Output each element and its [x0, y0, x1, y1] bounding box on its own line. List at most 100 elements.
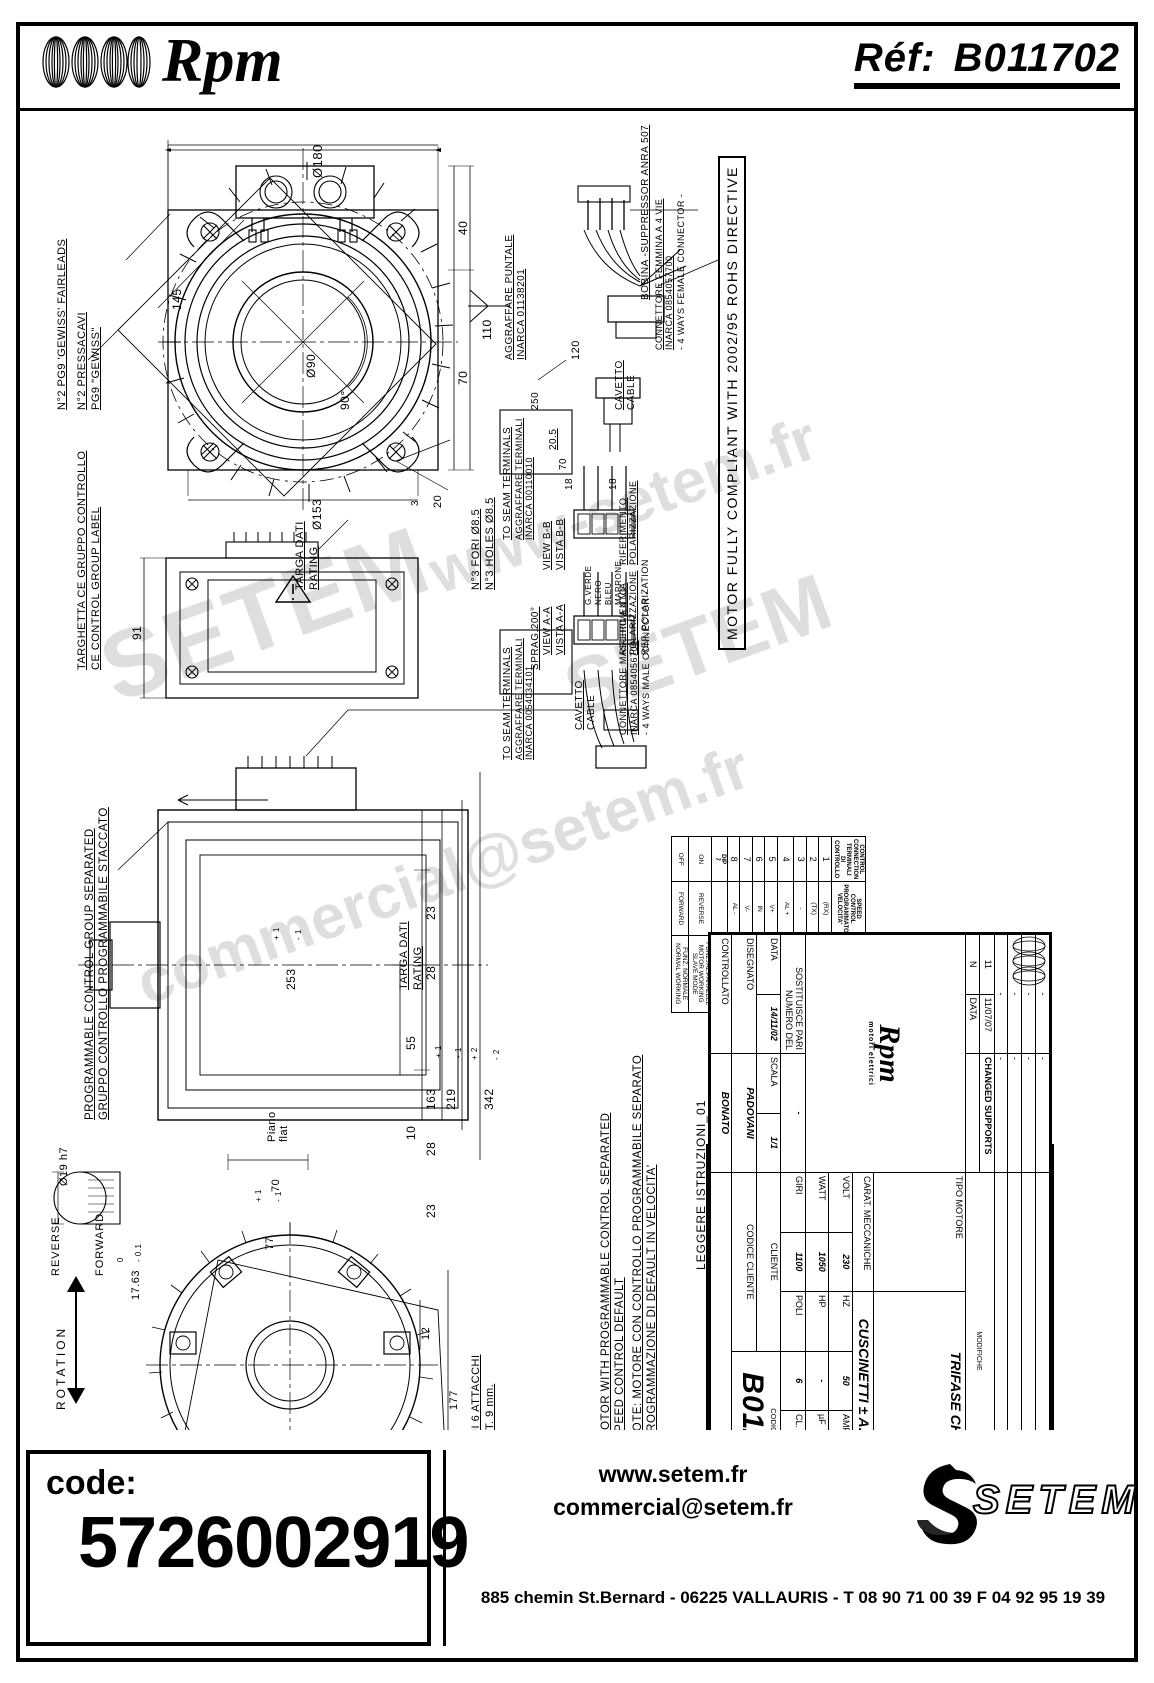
title-block-host: - - - - - -: [708, 222, 1053, 1430]
modifiche-r5-desc: -: [1035, 1053, 1050, 1173]
note-1: MOTOR WITH PROGRAMMABLE CONTROL SEPARATE…: [600, 1112, 612, 1430]
note-prog-ctrl-it: GRUPPO CONTROLLO PROGRAMMABILE STACCATO: [98, 807, 110, 1120]
note-prog-ctrl-en: PROGRAMMABLE CONTROL GROUP SEPARATED: [84, 828, 96, 1120]
col-data-header: DATA: [965, 994, 980, 1054]
dim-d19h7: Ø19 h7: [58, 1146, 70, 1186]
end-view: [67, 1222, 449, 1430]
callout-view-bb-1: VIEW B-B: [542, 520, 553, 570]
ref-label: Réf:: [853, 36, 936, 80]
callout-seam-2b: AGGRAFFARE TERMINALI: [514, 638, 524, 760]
title-block-table: - - - - - -: [710, 934, 1050, 1430]
dim-12: 12: [420, 1326, 432, 1340]
note-3: NOTE: MOTORE CON CONTROLLO PROGRAMMABILE…: [632, 1054, 644, 1430]
tol-219-plus: + 1: [434, 1045, 443, 1058]
dim-77: 77: [264, 1236, 276, 1250]
coil-stack-icon: [40, 34, 158, 90]
carat-value: CUSCINETTI ± A.T.: [852, 1291, 874, 1430]
motor-views-svg: [52, 140, 971, 1430]
tol-1763-minus: - 0.1: [134, 1243, 143, 1262]
callout-cavetto-top-1: CAVETTO: [614, 360, 625, 410]
callout-holes-m6-it-1: N°2 FORI M6 SUI 6 ATTACCHI: [470, 1354, 482, 1430]
cliente-label: CLIENTE: [756, 1172, 781, 1351]
front-view: [87, 140, 474, 510]
dim-10: 10: [404, 1125, 418, 1140]
callout-seam-2c: INARCA 0054034101: [524, 665, 534, 760]
tol-77-minus: - 1: [274, 1191, 283, 1202]
website-url[interactable]: www.setem.fr: [598, 1461, 748, 1487]
poli-value: 6: [780, 1351, 806, 1411]
callout-puntale-1: AGGRAFFARE PUNTALE: [504, 234, 515, 360]
dim-219: 219: [444, 1088, 458, 1110]
dip-state: OFF: [671, 836, 689, 882]
brand-name: Rpm: [162, 27, 283, 96]
email-address[interactable]: commercial@setem.fr: [553, 1494, 793, 1521]
code-box: code: 5726002919: [26, 1450, 469, 1646]
dim-163: 163: [424, 1088, 438, 1110]
wiring-detail: [468, 185, 719, 769]
uf-label: µF: [805, 1410, 829, 1430]
disegnato-label: DISEGNATO: [731, 934, 757, 1054]
callout-bobina-supp: BOBINA -SUPPRESSOR ANRA 507: [640, 124, 651, 300]
company-name: SETEM: [972, 1477, 1141, 1523]
wire-color-green: G.VERDE: [584, 565, 593, 605]
dim-28a: 28: [424, 965, 438, 980]
dim-d90: Ø90: [304, 353, 318, 378]
callout-rif-pol-1: RIFERIMENTO: [618, 497, 628, 565]
disegnato-value: PADOVANI: [731, 1053, 757, 1173]
modifiche-r3-desc: -: [1007, 1053, 1022, 1173]
tb-brand: Rpm: [872, 1024, 906, 1083]
hp-label: HP: [805, 1291, 829, 1351]
callout-rating-en: RATING: [308, 546, 320, 590]
wire-color-black: NERO: [594, 579, 603, 605]
dim-23b: 23: [424, 1203, 438, 1218]
callout-cable-top: CABLE: [626, 374, 637, 410]
dim-342: 342: [482, 1088, 496, 1110]
tol-253-plus: + 1: [272, 927, 281, 940]
label-forward: FORWARD: [94, 1212, 106, 1276]
coil-stack-icon: [1012, 936, 1046, 986]
callout-conn-female-1: CONNETTORE FEMMINA A 4 VIE: [654, 198, 664, 350]
dim-55: 55: [404, 1035, 418, 1050]
dim-70: 70: [456, 370, 470, 385]
callout-conn-female-3: - 4 WAYS FEMALE CONNECTOR -: [676, 193, 686, 350]
dip-speed: FORWARD: [671, 881, 689, 936]
label-targa-dati: TARGA DATI: [398, 921, 410, 990]
hp-value: -: [805, 1351, 829, 1411]
keyway-detail: [52, 1171, 121, 1225]
codice-cliente-label: CODICE CLIENTE: [731, 1172, 757, 1351]
sheet-header: Rpm Réf: B011702: [20, 26, 1134, 104]
codice-motore-label: CODICE MOTORE: [769, 1355, 778, 1430]
tipo-motore-label: TIPO MOTORE: [873, 1172, 966, 1292]
label-reverse: REVERSE: [50, 1216, 62, 1276]
dim-205: 20.5: [548, 428, 559, 450]
dim-110: 110: [480, 319, 494, 340]
tol-219-minus: - 1: [454, 1047, 463, 1058]
tol-1763-zero: 0: [116, 1257, 125, 1262]
side-view-small: [140, 519, 419, 699]
ref-value: B011702: [953, 36, 1120, 80]
dim-177: 177: [448, 1390, 460, 1410]
tol-342-plus: + 2: [470, 1047, 479, 1060]
main-side-view: [52, 709, 578, 1225]
callout-cavetto-btm-1: CAVETTO: [574, 680, 585, 730]
dim-d180: Ø180: [310, 144, 325, 178]
code-label: code:: [46, 1464, 137, 1502]
callout-conn-male-3: - 4 WAYS MALE CONNECTOR -: [641, 591, 651, 735]
controllato-label: CONTROLLATO: [710, 934, 732, 1054]
label-piano: Piano: [266, 1111, 278, 1142]
modifiche-r1-data: 11/07/07: [979, 994, 995, 1054]
volt-value: 230: [828, 1232, 853, 1292]
data-value: 14/11/02: [756, 994, 781, 1054]
volt-label: VOLT: [828, 1172, 853, 1232]
callout-ce-label-en: CE CONTROL GROUP LABEL: [90, 506, 102, 670]
callout-holes-it: N°3 FORI Ø8.5: [470, 508, 482, 590]
callout-holes-m6-it-2: MAX.PROF.AVVIT. 9 mm.: [484, 1384, 496, 1430]
modifiche-r1-n: 11: [979, 934, 995, 994]
dim-20: 20: [432, 494, 444, 508]
setem-logo: [908, 1458, 1138, 1548]
dim-3: 3: [410, 499, 421, 506]
dim-sprag: SPRAG.200°: [530, 606, 541, 670]
dip-row: OFF FORWARD FUNZ. NORMALE NORMAL WORKING: [671, 836, 689, 1013]
scala-label: SCALA: [756, 1053, 781, 1113]
dim-70c: 70: [270, 1178, 282, 1192]
